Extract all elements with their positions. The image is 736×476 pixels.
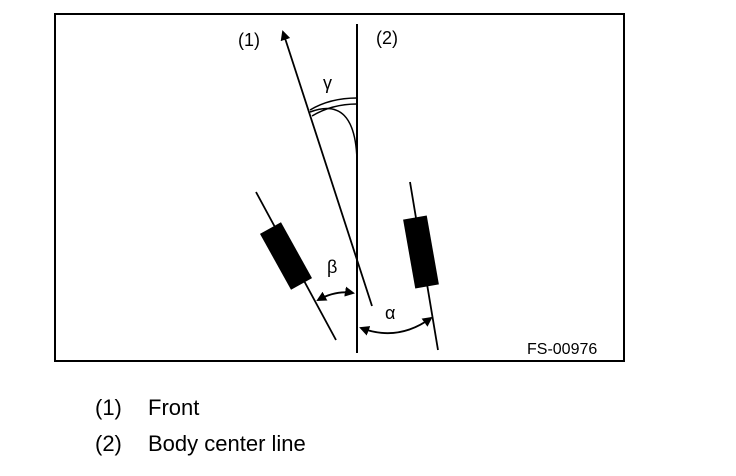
gamma-arc-inner: [311, 103, 358, 117]
gamma-arc-outer: [309, 97, 358, 111]
front-direction-arrow: [280, 30, 373, 307]
right-wheel: [403, 215, 439, 289]
gamma-label: γ: [323, 73, 332, 93]
left-wheel: [259, 222, 313, 290]
legend-item-number: (1): [95, 395, 122, 420]
legend-item-front: (1) Front: [95, 390, 306, 426]
gamma-arc-down: [309, 107, 358, 161]
alpha-label: α: [385, 303, 395, 323]
beta-label: β: [327, 257, 337, 277]
front-marker-label: (1): [238, 30, 260, 50]
legend-item-number: (2): [95, 431, 122, 456]
legend: (1) Front (2) Body center line: [95, 390, 306, 462]
beta-arc: [316, 286, 355, 301]
legend-item-text: Body center line: [148, 431, 306, 456]
legend-item-text: Front: [148, 395, 200, 420]
diagram-frame: [54, 13, 625, 362]
figure-code-label: FS-00976: [527, 341, 597, 358]
center-marker-label: (2): [376, 28, 398, 48]
alpha-arc: [359, 316, 433, 336]
legend-item-body-center-line: (2) Body center line: [95, 426, 306, 462]
